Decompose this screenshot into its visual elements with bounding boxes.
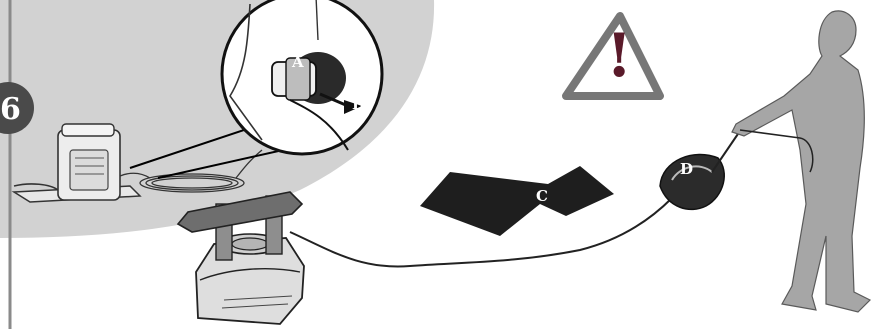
label-a: A: [292, 53, 304, 71]
label-b: B: [352, 95, 365, 113]
warning-exclamation: !: [606, 26, 632, 86]
label-c: C: [536, 187, 548, 205]
socket-zoom-circle: [222, 0, 382, 154]
pool-robot: [178, 192, 304, 324]
person-silhouette: [732, 11, 870, 312]
direction-arrow-icon: [420, 166, 614, 236]
label-d: D: [680, 160, 693, 178]
cable-swivel: [660, 128, 742, 209]
step-number: 6: [0, 92, 21, 127]
